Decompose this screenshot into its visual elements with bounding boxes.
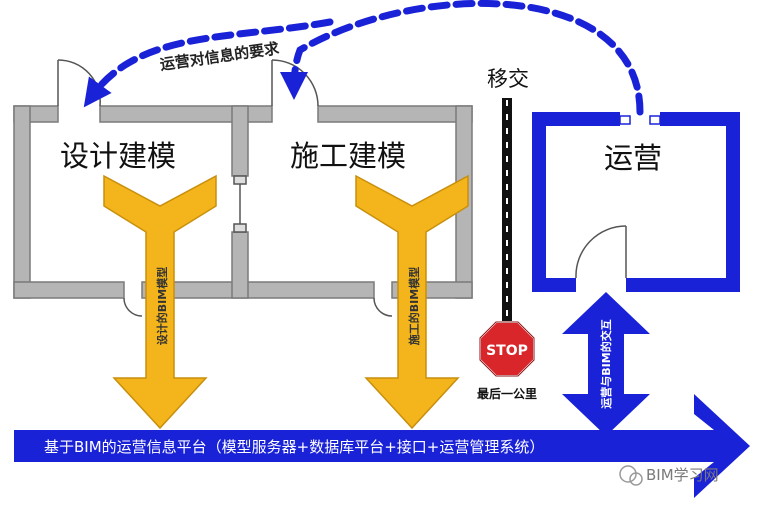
operations-room-label: 运营	[604, 141, 662, 175]
construction-room-label: 施工建模	[290, 139, 406, 173]
design-model-arrow-label: 设计的BIM模型	[155, 267, 169, 345]
operations-interaction-arrow-label: 运营与BIM的交互	[599, 319, 613, 408]
watermark-text: BIM学习网	[646, 466, 719, 484]
platform-banner-arrow	[14, 394, 750, 498]
handover-label: 移交	[487, 67, 529, 91]
last-mile-label: 最后一公里	[477, 386, 537, 401]
design-room-label: 设计建模	[60, 139, 176, 173]
building-walls	[13, 105, 473, 299]
wechat-icon	[619, 465, 637, 483]
construction-model-arrow	[355, 174, 469, 430]
operations-room-walls	[532, 112, 740, 292]
construction-model-arrow-label: 施工的BIM模型	[407, 267, 421, 345]
platform-banner-label: 基于BIM的运营信息平台（模型服务器+数据库平台+接口+运营管理系统）	[44, 438, 544, 456]
watermark: BIM学习网	[619, 465, 719, 486]
operations-door	[575, 225, 627, 279]
stop-sign: STOP	[479, 321, 535, 377]
stop-sign-text: STOP	[486, 343, 528, 359]
divider-door	[233, 175, 247, 233]
design-model-arrow	[103, 174, 217, 430]
operations-interaction-arrow	[562, 292, 650, 436]
bottom-doors	[123, 297, 393, 317]
requirement-arrows	[83, 0, 644, 116]
handover-barrier	[502, 98, 512, 324]
